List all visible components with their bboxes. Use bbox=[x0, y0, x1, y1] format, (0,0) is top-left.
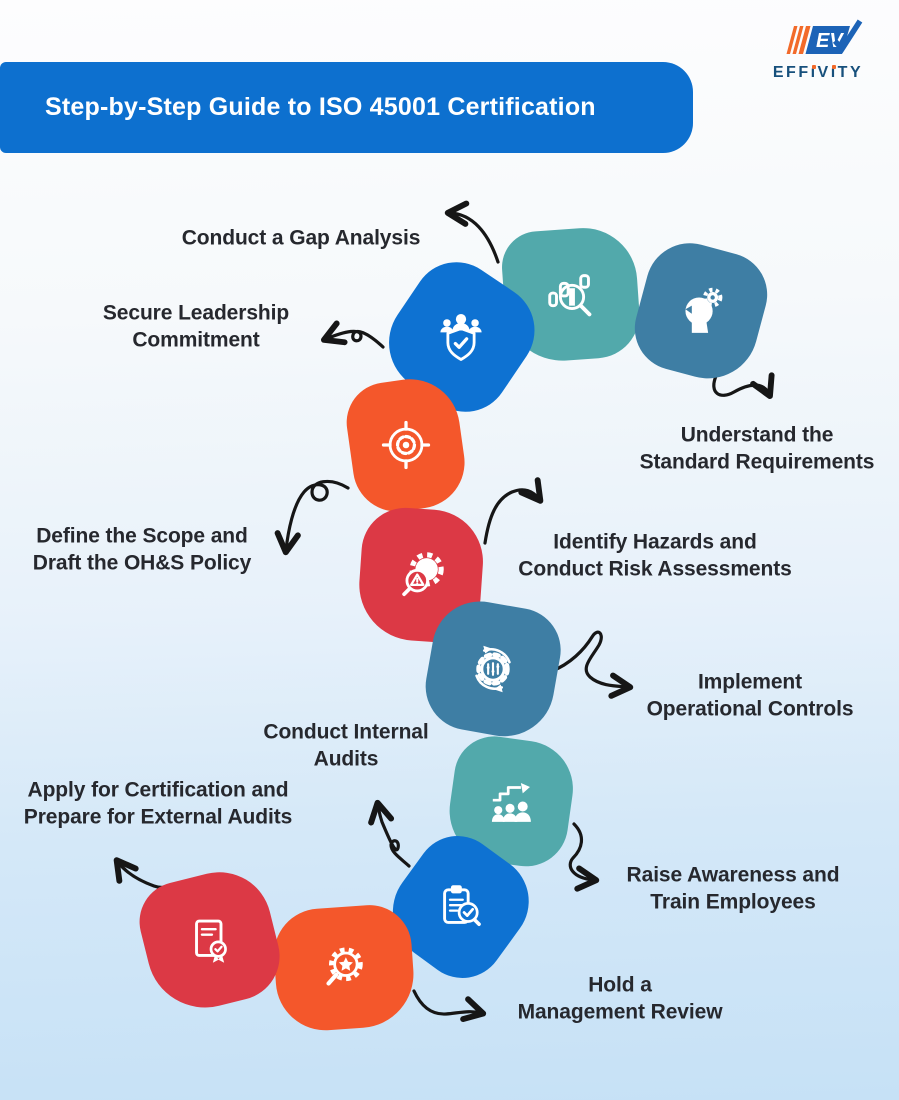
gear-cycle-arrows-icon bbox=[462, 638, 524, 700]
step-blob-gap-analysis bbox=[499, 224, 643, 365]
step-label-internal-audits: Conduct Internal Audits bbox=[263, 720, 429, 771]
step-label-controls: Implement Operational Controls bbox=[646, 670, 854, 721]
step-label-certification: Apply for Certification and Prepare for … bbox=[23, 778, 293, 829]
bar-chart-magnifier-icon bbox=[540, 264, 602, 326]
step-label-leadership: Secure Leadership Commitment bbox=[102, 301, 290, 352]
arrow-to-training bbox=[568, 822, 600, 892]
arrow-to-gap-analysis bbox=[444, 200, 500, 264]
step-blob-certification bbox=[131, 861, 289, 1020]
head-gear-icon bbox=[672, 283, 730, 341]
step-blob-internal-audits bbox=[373, 819, 547, 995]
step-blob-training bbox=[442, 731, 580, 872]
step-blob-management-review bbox=[270, 902, 418, 1034]
arrow-to-scope-policy bbox=[274, 479, 350, 556]
step-label-understand: Understand the Standard Requirements bbox=[639, 423, 875, 474]
step-label-scope-policy: Define the Scope and Draft the OH&S Poli… bbox=[32, 524, 252, 575]
header-bar: Step-by-Step Guide to ISO 45001 Certific… bbox=[0, 62, 693, 153]
certificate-ribbon-icon bbox=[181, 912, 239, 970]
team-shield-check-icon bbox=[431, 307, 491, 367]
target-gear-icon bbox=[376, 415, 436, 475]
step-label-training: Raise Awareness and Train Employees bbox=[626, 863, 840, 914]
arrow-to-management-review bbox=[412, 989, 487, 1023]
arrow-to-internal-audits bbox=[368, 799, 411, 868]
step-blob-hazards bbox=[355, 504, 487, 646]
arrow-to-controls bbox=[550, 630, 634, 699]
gear-warning-magnifier-icon bbox=[391, 545, 451, 605]
logo-ev-checkmark-icon: EV bbox=[786, 19, 863, 54]
step-label-hazards: Identify Hazards and Conduct Risk Assess… bbox=[518, 530, 792, 581]
arrow-to-understand bbox=[712, 372, 775, 400]
step-label-management-review: Hold a Management Review bbox=[517, 973, 723, 1024]
page-title: Step-by-Step Guide to ISO 45001 Certific… bbox=[45, 93, 596, 121]
step-blob-scope-policy bbox=[341, 372, 471, 518]
step-blob-controls bbox=[418, 593, 568, 745]
step-label-gap-analysis: Conduct a Gap Analysis bbox=[181, 226, 421, 250]
team-growth-arrow-icon bbox=[482, 773, 540, 831]
gear-star-magnifier-icon bbox=[314, 938, 374, 998]
clipboard-check-magnifier-icon bbox=[431, 878, 489, 936]
step-blob-understand bbox=[625, 233, 777, 390]
arrow-to-leadership bbox=[320, 320, 385, 349]
step-blob-leadership bbox=[369, 245, 553, 429]
